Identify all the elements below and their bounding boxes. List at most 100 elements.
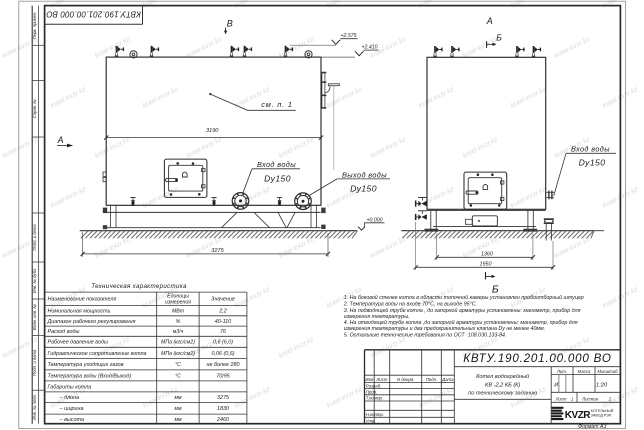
svg-text:kotel-kvzr.kz: kotel-kvzr.kz xyxy=(142,86,180,110)
svg-text:1. На боковой стенке котла в: 1. На боковой стенке котла в области топ… xyxy=(344,294,584,301)
svg-text:kotel-kvzr.kz: kotel-kvzr.kz xyxy=(510,186,548,210)
svg-text:Гидравлическое сопротивление к: Гидравлическое сопротивление котла xyxy=(48,351,147,357)
svg-text:kotel-kvzr.kz: kotel-kvzr.kz xyxy=(370,236,408,260)
svg-text:Справ. №: Справ. № xyxy=(32,99,37,118)
svg-text:3275: 3275 xyxy=(217,395,230,401)
svg-text:А: А xyxy=(486,16,493,26)
svg-text:3190: 3190 xyxy=(206,128,219,134)
svg-text:kotel-kvzr.kz: kotel-kvzr.kz xyxy=(2,136,40,160)
svg-text:kotel-kvzr.kz: kotel-kvzr.kz xyxy=(278,236,316,260)
svg-text:kotel-kvzr.kz: kotel-kvzr.kz xyxy=(370,136,408,160)
svg-text:1360: 1360 xyxy=(481,252,493,258)
svg-text:kotel-kvzr.kz: kotel-kvzr.kz xyxy=(186,136,224,160)
svg-text:kotel-kvzr.kz: kotel-kvzr.kz xyxy=(278,36,316,60)
svg-text:Вход воды: Вход воды xyxy=(257,160,296,169)
svg-text:м3/ч: м3/ч xyxy=(173,329,184,335)
svg-text:Дата: Дата xyxy=(441,377,454,382)
svg-text:Лит.: Лит. xyxy=(556,369,567,374)
svg-text:ЗАВОД РЭП: ЗАВОД РЭП xyxy=(591,414,612,418)
svg-text:kotel-kvzr.kz: kotel-kvzr.kz xyxy=(554,36,592,60)
svg-text:по техническому заданию: по техническому заданию xyxy=(468,390,538,396)
svg-text:Утв.: Утв. xyxy=(366,418,376,423)
svg-text:Лист: Лист xyxy=(375,377,387,382)
svg-text:измерения температуры.: измерения температуры. xyxy=(344,314,410,320)
svg-text:N докум.: N докум. xyxy=(397,377,414,382)
svg-text:Габариты котла: Габариты котла xyxy=(48,384,92,390)
svg-text:kotel-kvzr.kz: kotel-kvzr.kz xyxy=(326,86,364,110)
svg-text:Температура уходящих газов: Температура уходящих газов xyxy=(48,362,124,368)
svg-text:kotel-kvzr.kz: kotel-kvzr.kz xyxy=(234,386,272,410)
svg-text:не более 280: не более 280 xyxy=(207,362,240,368)
svg-text:Т.контр.: Т.контр. xyxy=(366,396,383,401)
svg-text:2. Температура воды на входе: 2. Температура воды на входе 70°С, на вы… xyxy=(343,301,477,307)
svg-text:1:20: 1:20 xyxy=(596,383,608,389)
svg-text:kotel-kvzr.kz: kotel-kvzr.kz xyxy=(370,336,408,360)
svg-text:2: 2 xyxy=(608,397,612,402)
svg-text:Инв. № дубл.: Инв. № дубл. xyxy=(32,268,37,294)
svg-text:Выход воды: Выход воды xyxy=(342,170,387,179)
svg-text:Лист: Лист xyxy=(554,397,566,402)
svg-text:мм: мм xyxy=(174,406,182,412)
svg-text:Инв. № подл.: Инв. № подл. xyxy=(32,394,37,420)
svg-text:%: % xyxy=(176,319,181,325)
svg-text:kotel-kvzr.kz: kotel-kvzr.kz xyxy=(278,136,316,160)
svg-text:Котел водогрейный: Котел водогрейный xyxy=(476,373,529,380)
svg-text:КВТУ.190.201.00.000 ВО: КВТУ.190.201.00.000 ВО xyxy=(46,10,141,19)
svg-text:kotel-kvzr.kz: kotel-kvzr.kz xyxy=(186,36,224,60)
svg-text:А: А xyxy=(57,135,64,145)
svg-text:МПа (кгс/см2): МПа (кгс/см2) xyxy=(161,351,195,357)
svg-text:МПа (кгс/см2): МПа (кгс/см2) xyxy=(161,340,195,346)
svg-text:1950: 1950 xyxy=(480,262,492,268)
svg-text:kotel-kvzr.kz: kotel-kvzr.kz xyxy=(50,86,88,110)
svg-text:МВт: МВт xyxy=(172,309,185,315)
svg-text:Расход воды: Расход воды xyxy=(48,329,80,335)
svg-text:3275: 3275 xyxy=(211,248,224,254)
svg-text:мм: мм xyxy=(174,395,182,401)
svg-text:kotel-kvzr.kz: kotel-kvzr.kz xyxy=(510,386,548,410)
svg-text:измерения: измерения xyxy=(165,300,191,306)
svg-text:Номинальная мощность: Номинальная мощность xyxy=(48,309,111,315)
svg-text:°С: °С xyxy=(175,373,181,379)
svg-text:– ширина: – ширина xyxy=(59,406,84,412)
svg-text:КВ -2,2 КБ (К): КВ -2,2 КБ (К) xyxy=(485,382,520,388)
svg-text:+2.410: +2.410 xyxy=(361,45,377,51)
svg-text:И: И xyxy=(554,383,558,389)
svg-text:40-110: 40-110 xyxy=(215,319,231,325)
svg-text:1: 1 xyxy=(571,397,574,402)
svg-text:76: 76 xyxy=(220,329,226,335)
svg-text:КОТЕЛЬНЫЙ: КОТЕЛЬНЫЙ xyxy=(591,409,614,413)
svg-text:см. п. 1: см. п. 1 xyxy=(261,100,293,109)
svg-text:Dy150: Dy150 xyxy=(350,184,377,194)
svg-text:Перв. примен.: Перв. примен. xyxy=(32,12,37,40)
svg-text:kotel-kvzr.kz: kotel-kvzr.kz xyxy=(418,386,456,410)
svg-text:kotel-kvzr.kz: kotel-kvzr.kz xyxy=(94,136,132,160)
svg-text:Изм: Изм xyxy=(365,377,373,382)
svg-text:kotel-kvzr.kz: kotel-kvzr.kz xyxy=(418,86,456,110)
svg-text:Масштаб: Масштаб xyxy=(597,369,618,374)
svg-text:Диапазон рабочего регулировани: Диапазон рабочего регулирования xyxy=(47,319,136,325)
svg-text:°С: °С xyxy=(175,362,181,368)
svg-text:Наименование показателя: Наименование показателя xyxy=(48,297,117,303)
svg-text:1830: 1830 xyxy=(217,406,229,412)
svg-text:измерения температуры и два пр: измерения температуры и два предохраните… xyxy=(344,326,545,332)
svg-text:kotel-kvzr.kz: kotel-kvzr.kz xyxy=(554,236,592,260)
svg-text:Формат А3: Формат А3 xyxy=(578,424,606,430)
svg-text:kotel-kvzr.kz: kotel-kvzr.kz xyxy=(94,236,132,260)
svg-text:5. Остальные технические треб: 5. Остальные технические требования по О… xyxy=(344,332,507,338)
svg-text:kotel-kvzr.kz: kotel-kvzr.kz xyxy=(50,186,88,210)
svg-text:kotel-kvzr.kz: kotel-kvzr.kz xyxy=(326,386,364,410)
svg-text:Масса: Масса xyxy=(578,369,591,374)
svg-text:kotel-kvzr.kz: kotel-kvzr.kz xyxy=(462,136,500,160)
svg-text:Подп. и дата: Подп. и дата xyxy=(32,224,37,251)
svg-text:4. На отводящей трубе котла ,: 4. На отводящей трубе котла ,до запорной… xyxy=(344,319,578,326)
svg-text:Подп.: Подп. xyxy=(426,377,437,382)
svg-text:kotel-kvzr.kz: kotel-kvzr.kz xyxy=(278,336,316,360)
svg-text:0,06 (0,6): 0,06 (0,6) xyxy=(211,351,234,357)
svg-text:Рабочее давление воды: Рабочее давление воды xyxy=(48,340,108,346)
svg-text:2,2: 2,2 xyxy=(218,309,227,315)
svg-text:Dy150: Dy150 xyxy=(264,174,291,184)
svg-text:Взам. инв. №: Взам. инв. № xyxy=(32,304,37,330)
svg-text:Листов: Листов xyxy=(581,397,598,402)
svg-text:70/95: 70/95 xyxy=(216,373,230,379)
svg-text:Вход воды: Вход воды xyxy=(571,145,610,154)
